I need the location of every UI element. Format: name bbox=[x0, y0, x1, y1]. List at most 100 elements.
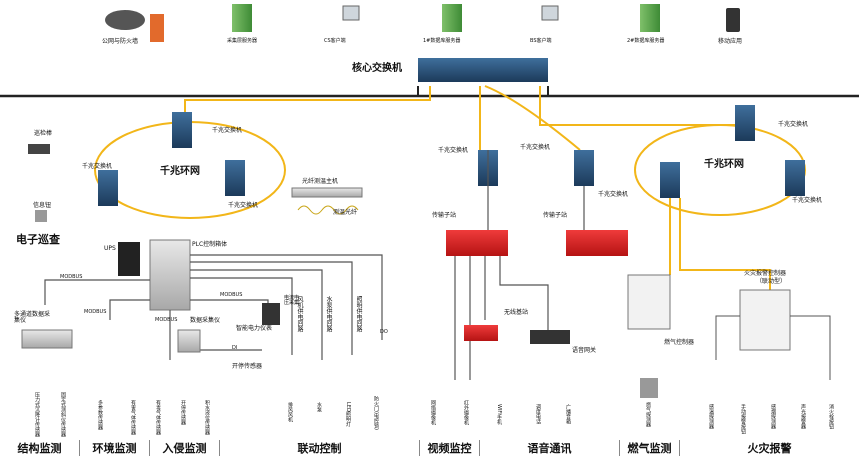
ups-icon bbox=[118, 242, 140, 276]
category-intrusion: 入侵监测 bbox=[150, 440, 220, 456]
data-collector-icon bbox=[177, 329, 201, 353]
mobile-label: 移动应用 bbox=[718, 38, 743, 45]
fiber-host-label: 光纤测温主机 bbox=[302, 178, 339, 185]
ring-right-title: 千兆环网 bbox=[704, 159, 744, 170]
ring-left-sw-right: 千兆交换机 bbox=[228, 202, 259, 209]
top-server-row bbox=[105, 4, 740, 42]
device-13: 红外摄像机 bbox=[463, 400, 469, 425]
circuit-fan: 风机供电回路 bbox=[296, 296, 303, 332]
info-button-icon bbox=[35, 210, 47, 222]
voice-gateway-icon bbox=[530, 330, 570, 344]
station-right-icon bbox=[566, 230, 628, 256]
patrol-stick-label: 巡检棒 bbox=[34, 130, 53, 137]
di-label: DI bbox=[232, 345, 238, 351]
device-21: 声光报警器 bbox=[800, 404, 806, 429]
device-4: 有害气体传感器 bbox=[130, 400, 136, 435]
ring-left-sw-left: 千兆交换机 bbox=[82, 163, 113, 170]
ap-label: 无线基站 bbox=[504, 309, 529, 316]
gas-controller-icon bbox=[627, 274, 671, 330]
plc-cables bbox=[44, 254, 383, 360]
device-1: 压力式沉降计传感器 bbox=[34, 392, 40, 437]
device-8: 排风风机 bbox=[287, 402, 293, 422]
mobile-icon bbox=[726, 8, 740, 32]
db1-label: 1#数据库服务器 bbox=[423, 38, 461, 44]
station-left-label: 传输子站 bbox=[432, 212, 457, 219]
multi-collector-icon bbox=[21, 329, 73, 349]
fire-controller-label-2: （联动型） bbox=[756, 278, 787, 285]
ring-right-sw-mid: 千兆交换机 bbox=[598, 191, 629, 198]
device-22: 消火栓按钮 bbox=[828, 404, 834, 429]
switch-sensor-label: 开停传感器 bbox=[232, 363, 263, 370]
category-gas: 燃气监测 bbox=[620, 440, 680, 456]
power-meter-label: 智能电力仪表 bbox=[236, 325, 273, 332]
ring-switches bbox=[98, 105, 805, 206]
multi-collector-label: 多通道数据采集仪 bbox=[14, 311, 51, 324]
ups-label: UPS bbox=[104, 245, 116, 252]
device-14: WIFI手机 bbox=[496, 404, 502, 425]
info-button-label: 信息钮 bbox=[33, 202, 52, 209]
device-17: 燃气探测器 bbox=[645, 402, 651, 427]
station-left-icon bbox=[446, 230, 508, 256]
circuit-pump: 水泵供电回路 bbox=[325, 296, 332, 332]
device-16: 广播音箱 bbox=[565, 404, 571, 424]
device-7: 积水液位传感器 bbox=[204, 400, 210, 435]
fiber-host-icon bbox=[291, 187, 363, 198]
db2-server-icon bbox=[640, 4, 660, 32]
device-6: 开停传感器 bbox=[180, 400, 186, 425]
firewall-label: 公网与防火墙 bbox=[102, 38, 139, 45]
ring-right-sw-top: 千兆交换机 bbox=[778, 121, 809, 128]
modbus-4: MODBUS bbox=[220, 292, 243, 298]
ring-left-title: 千兆环网 bbox=[160, 166, 200, 177]
circuit-light: 照明供电回路 bbox=[355, 296, 362, 332]
fire-controller-icon bbox=[739, 289, 791, 351]
gas-detector-icon bbox=[640, 378, 658, 398]
device-20: 感烟探测器 bbox=[770, 404, 776, 429]
cs-client-icon bbox=[342, 5, 360, 21]
category-environment: 环境监测 bbox=[80, 440, 150, 456]
category-linkage: 联动控制 bbox=[220, 440, 420, 456]
category-voice: 语音通讯 bbox=[480, 440, 620, 456]
plc-cabinet-icon bbox=[149, 239, 191, 311]
ring-right-sw-right: 千兆交换机 bbox=[792, 197, 823, 204]
device-5: 有毒气体传感器 bbox=[155, 400, 161, 435]
data-collector-label: 数据采集仪 bbox=[190, 317, 221, 324]
wireless-ap-icon bbox=[464, 325, 498, 341]
db1-server-icon bbox=[442, 4, 462, 32]
category-video: 视频监控 bbox=[420, 440, 480, 456]
patrol-stick-icon bbox=[28, 144, 50, 154]
bs-client-label: BS客户端 bbox=[530, 38, 552, 44]
device-12: 网络摄像机 bbox=[430, 400, 436, 425]
fire-controller-label-1: 火灾报警控制器 bbox=[744, 270, 787, 277]
patrol-title: 电子巡查 bbox=[16, 233, 60, 246]
cs-client-label: CS客户端 bbox=[324, 38, 346, 44]
modbus-1: MODBUS bbox=[60, 274, 83, 280]
fiber-label: 测温光纤 bbox=[333, 209, 358, 216]
station-cables bbox=[454, 150, 585, 380]
station-right-label: 传输子站 bbox=[543, 212, 568, 219]
gas-controller-label: 燃气控制器 bbox=[664, 339, 695, 346]
device-11: 防火门(电控锁) bbox=[373, 396, 379, 430]
plc-label: PLC控制箱体 bbox=[192, 241, 228, 248]
bs-client-icon bbox=[541, 5, 559, 21]
device-19: 手动报警按钮 bbox=[740, 404, 746, 434]
firewall-icon bbox=[150, 14, 164, 42]
device-15: 调度电话 bbox=[535, 404, 541, 424]
ring-right-sw-left: 千兆交换机 bbox=[520, 144, 551, 151]
category-structure: 结构监测 bbox=[0, 440, 80, 456]
acq-server-label: 采集层服务器 bbox=[227, 38, 258, 44]
device-9: 水泵 bbox=[316, 402, 322, 412]
modbus-3: MODBUS bbox=[155, 317, 178, 323]
device-10: LED照明灯 bbox=[345, 402, 351, 427]
acq-server-icon bbox=[232, 4, 252, 32]
core-switch-icon bbox=[418, 58, 548, 82]
ring-mid-sw-left: 千兆交换机 bbox=[438, 147, 469, 154]
gateway-label: 语音网关 bbox=[572, 347, 597, 354]
power-meter-icon bbox=[262, 303, 280, 325]
modbus-2: MODBUS bbox=[84, 309, 107, 315]
device-3: 多参数传感器 bbox=[97, 400, 103, 430]
do-label: DO bbox=[380, 329, 388, 335]
device-18: 感温探测器 bbox=[708, 404, 714, 429]
power-meter-top-label: 电流电压采集 bbox=[284, 295, 300, 306]
ring-left-sw-top: 千兆交换机 bbox=[212, 127, 243, 134]
